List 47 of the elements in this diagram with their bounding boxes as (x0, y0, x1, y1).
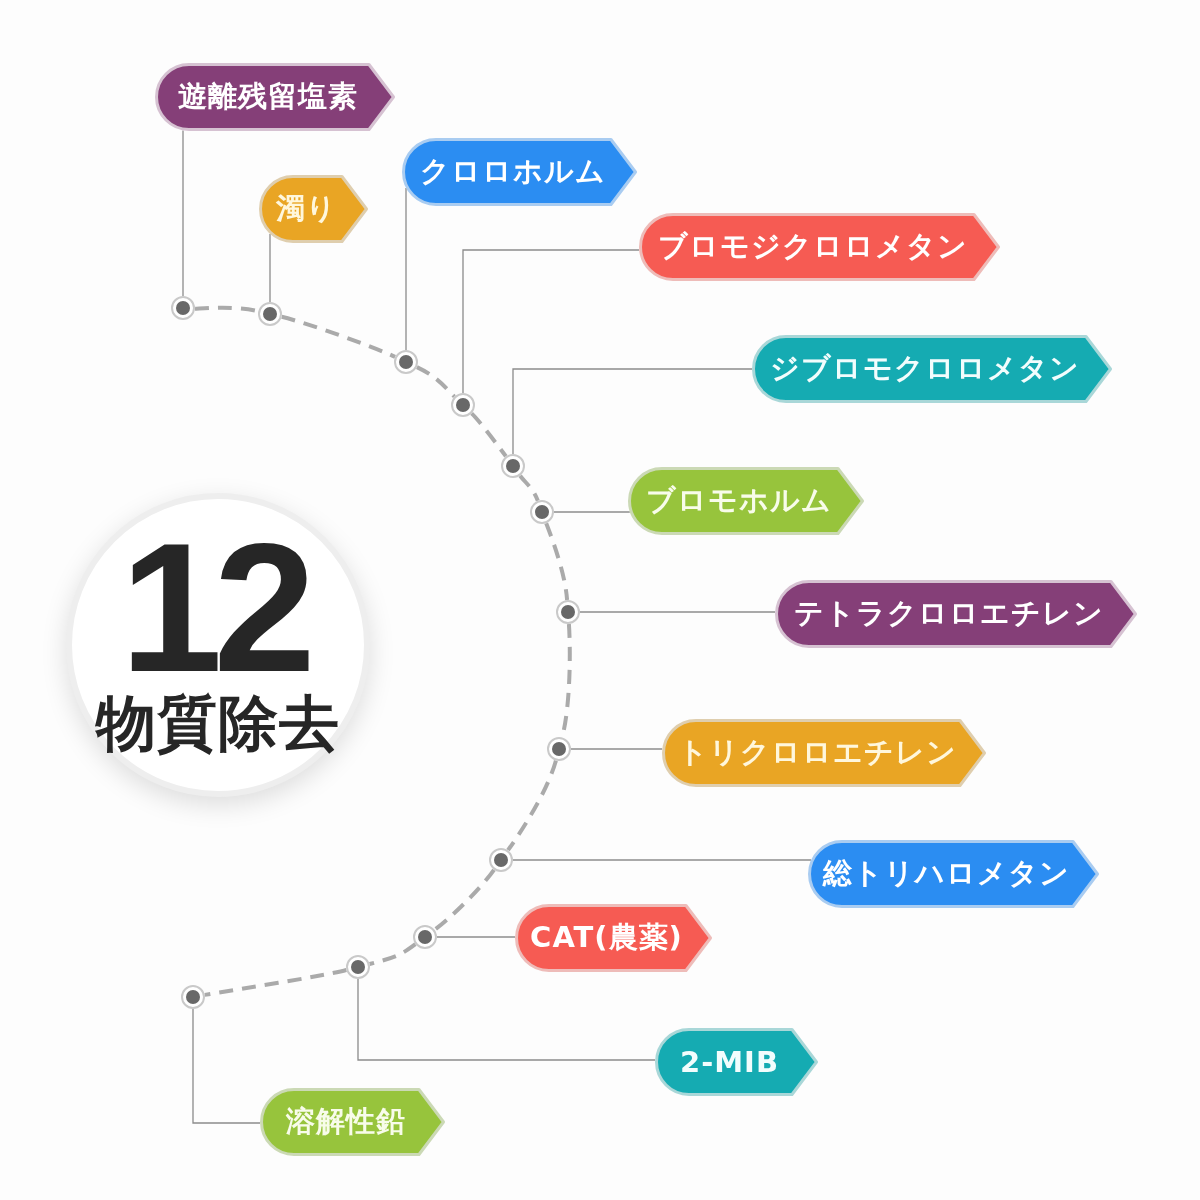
arrow-tag: ブロモジクロロメタン (639, 213, 1000, 281)
dot-icon (529, 499, 555, 525)
dot-icon (500, 453, 526, 479)
big-number: 12 (120, 532, 307, 682)
arrow-tag: 遊離残留塩素 (155, 63, 395, 131)
dashed-arc (204, 968, 347, 997)
dashed-arc (433, 868, 496, 932)
dot-icon (393, 349, 419, 375)
leader-line (512, 859, 812, 861)
arrow-tag: 濁り (259, 175, 368, 243)
dot-icon (488, 847, 514, 873)
arrow-tag: 2-MIB (655, 1028, 818, 1096)
dot-icon (345, 954, 371, 980)
dashed-arc (281, 314, 396, 359)
arrow-tag: ジブロモクロロメタン (752, 335, 1112, 403)
leader-line (512, 368, 753, 455)
heading-text: 物質除去 (96, 688, 340, 758)
dot-icon (257, 301, 283, 327)
leader-line (462, 249, 640, 394)
dashed-arc (518, 474, 540, 502)
leader-line (405, 187, 407, 351)
leader-line (553, 511, 631, 513)
dot-icon (546, 736, 572, 762)
dashed-arc (369, 942, 417, 966)
leader-line (357, 978, 656, 1061)
arrow-tag: ブロモホルム (628, 467, 864, 535)
arrow-tag: テトラクロロエチレン (775, 580, 1137, 648)
dot-icon (412, 924, 438, 950)
leader-line (192, 1008, 261, 1124)
leader-line (570, 748, 663, 750)
dot-icon (170, 295, 196, 321)
arrow-tag: トリクロロエチレン (662, 719, 986, 787)
leader-line (182, 129, 184, 297)
leader-line (579, 611, 776, 613)
dot-icon (180, 984, 206, 1010)
leader-line (269, 233, 271, 303)
arrow-tag: CAT(農薬) (515, 904, 712, 972)
dashed-arc (544, 522, 570, 601)
arrow-tag: 総トリハロメタン (808, 840, 1099, 908)
dashed-arc (506, 760, 558, 852)
dot-icon (450, 392, 476, 418)
dot-icon (555, 599, 581, 625)
dashed-arc (416, 365, 456, 398)
arrow-tag: クロロホルム (402, 138, 637, 206)
dashed-arc (470, 412, 508, 458)
arrow-tag: 溶解性鉛 (260, 1088, 445, 1156)
leader-line (436, 936, 516, 938)
